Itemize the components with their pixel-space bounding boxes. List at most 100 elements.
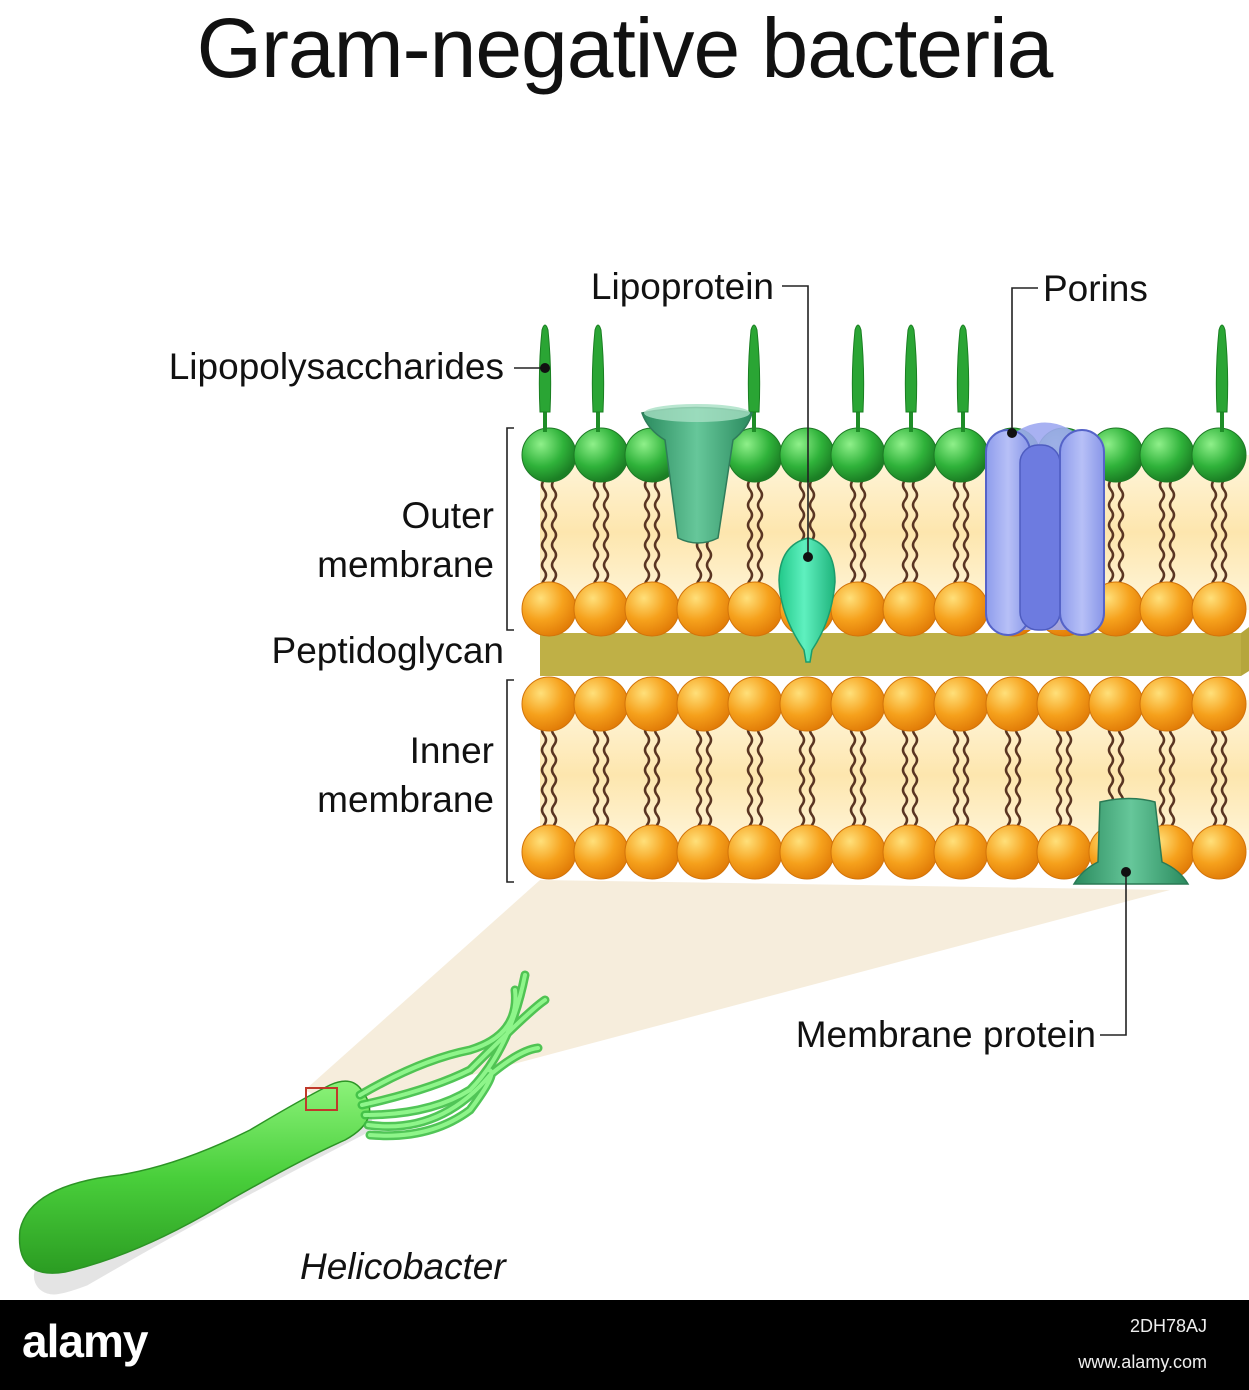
- lps-head: [779, 427, 835, 483]
- lps-pointer-dot: [540, 363, 550, 373]
- label-inner-membrane-line2: membrane: [317, 779, 494, 820]
- phospholipid-icon: [830, 824, 886, 880]
- phospholipid-icon: [1191, 824, 1247, 880]
- lipid-tail: [798, 714, 806, 846]
- lps-chain: [851, 324, 865, 413]
- phospholipid-icon: [521, 676, 577, 732]
- watermark-site: www.alamy.com: [1078, 1352, 1207, 1372]
- lipid-tail: [911, 469, 919, 591]
- lipoprotein-icon: [778, 537, 836, 663]
- lps-head: [1139, 427, 1195, 483]
- lipid-tail: [705, 714, 713, 846]
- outer-membrane-protein-icon: [641, 404, 753, 544]
- phospholipid-icon: [573, 676, 629, 732]
- zoom-cone: [305, 880, 1170, 1110]
- lipid-tail: [1220, 469, 1228, 591]
- label-helicobacter: Helicobacter: [300, 1246, 506, 1287]
- lipid-tail: [602, 714, 610, 846]
- page-title: Gram-negative bacteria: [196, 1, 1054, 95]
- label-porins: Porins: [1043, 268, 1148, 309]
- phospholipid-icon: [676, 581, 732, 637]
- lps-chain: [904, 324, 918, 413]
- membrane-protein-pointer-dot: [1121, 867, 1131, 877]
- lps-chain: [591, 324, 605, 413]
- lipoprotein-leader: [782, 285, 809, 557]
- lipid-tail: [911, 714, 919, 846]
- lipid-tail: [746, 714, 754, 846]
- phospholipid-icon: [521, 581, 577, 637]
- lps-head: [830, 427, 886, 483]
- lipid-tail: [952, 469, 960, 591]
- phospholipid-icon: [779, 676, 835, 732]
- lipid-tail: [653, 714, 661, 846]
- lipid-tail: [756, 714, 764, 846]
- label-outer-membrane-line1: Outer: [401, 495, 494, 536]
- lipopolysaccharide-icon: [538, 324, 1229, 432]
- lipid-tail: [901, 469, 909, 591]
- lps-head: [933, 427, 989, 483]
- zoom-box: [305, 1087, 338, 1111]
- phospholipid-icon: [676, 676, 732, 732]
- membrane-protein-leader: [1100, 872, 1127, 1036]
- lps-head: [882, 427, 938, 483]
- lipoprotein-pointer-dot: [803, 552, 813, 562]
- phospholipid-icon: [1088, 676, 1144, 732]
- lipid-tail: [849, 714, 857, 846]
- lipid-tail: [643, 469, 651, 591]
- lipid-tail: [962, 714, 970, 846]
- lipid-tail: [550, 714, 558, 846]
- lipid-tail: [592, 714, 600, 846]
- lipid-tail: [859, 469, 867, 591]
- lipid-tail: [1158, 469, 1166, 591]
- lipid-tail: [952, 714, 960, 846]
- gram-negative-cell-wall-diagram: [18, 285, 1249, 1295]
- porins-pointer-dot: [1007, 428, 1017, 438]
- label-inner-membrane-line1: Inner: [409, 730, 494, 771]
- phospholipid-icon: [985, 676, 1041, 732]
- phospholipid-icon: [830, 581, 886, 637]
- phospholipid-icon: [985, 824, 1041, 880]
- phospholipid-icon: [573, 824, 629, 880]
- lipid-tail: [901, 714, 909, 846]
- phospholipid-icon: [676, 824, 732, 880]
- phospholipid-icon: [727, 581, 783, 637]
- lipid-tail: [1117, 469, 1125, 591]
- lps-chain: [956, 324, 970, 413]
- lipid-tail: [746, 469, 754, 591]
- phospholipid-icon: [1191, 581, 1247, 637]
- lipid-tail: [592, 469, 600, 591]
- lipid-tail: [1158, 714, 1166, 846]
- watermark-footer: alamy 2DH78AJ www.alamy.com: [0, 1300, 1249, 1390]
- lps-head: [521, 427, 577, 483]
- membrane-protein-icon: [1072, 797, 1190, 885]
- lipid-tail: [1014, 714, 1022, 846]
- label-peptidoglycan: Peptidoglycan: [271, 630, 504, 671]
- flagellum-icon: [355, 970, 550, 1141]
- porin-icon: [985, 422, 1105, 636]
- phospholipid-icon: [624, 824, 680, 880]
- peptidoglycan-layer: [540, 627, 1249, 676]
- lps-chain: [1215, 324, 1229, 413]
- phospholipid-icon: [1139, 581, 1195, 637]
- phospholipid-icon: [727, 676, 783, 732]
- lipid-tail: [1004, 714, 1012, 846]
- phospholipid-icon: [882, 581, 938, 637]
- phospholipid-icon: [727, 824, 783, 880]
- lps-chain: [747, 324, 761, 413]
- phospholipid-icon: [1139, 676, 1195, 732]
- lipid-tail: [1210, 714, 1218, 846]
- lipid-tail: [602, 469, 610, 591]
- phospholipid-icon: [1191, 676, 1247, 732]
- phospholipid-icon: [830, 676, 886, 732]
- lipid-tail: [1107, 469, 1115, 591]
- lipid-tail: [1210, 469, 1218, 591]
- phospholipid-icon: [624, 581, 680, 637]
- lipid-tail: [695, 714, 703, 846]
- lipid-tail: [540, 469, 548, 591]
- leader-lines: [506, 285, 1127, 1036]
- lipid-tail: [550, 469, 558, 591]
- lps-head: [573, 427, 629, 483]
- porins-leader: [1011, 287, 1038, 433]
- lipid-tail: [859, 714, 867, 846]
- lipid-tail: [808, 714, 816, 846]
